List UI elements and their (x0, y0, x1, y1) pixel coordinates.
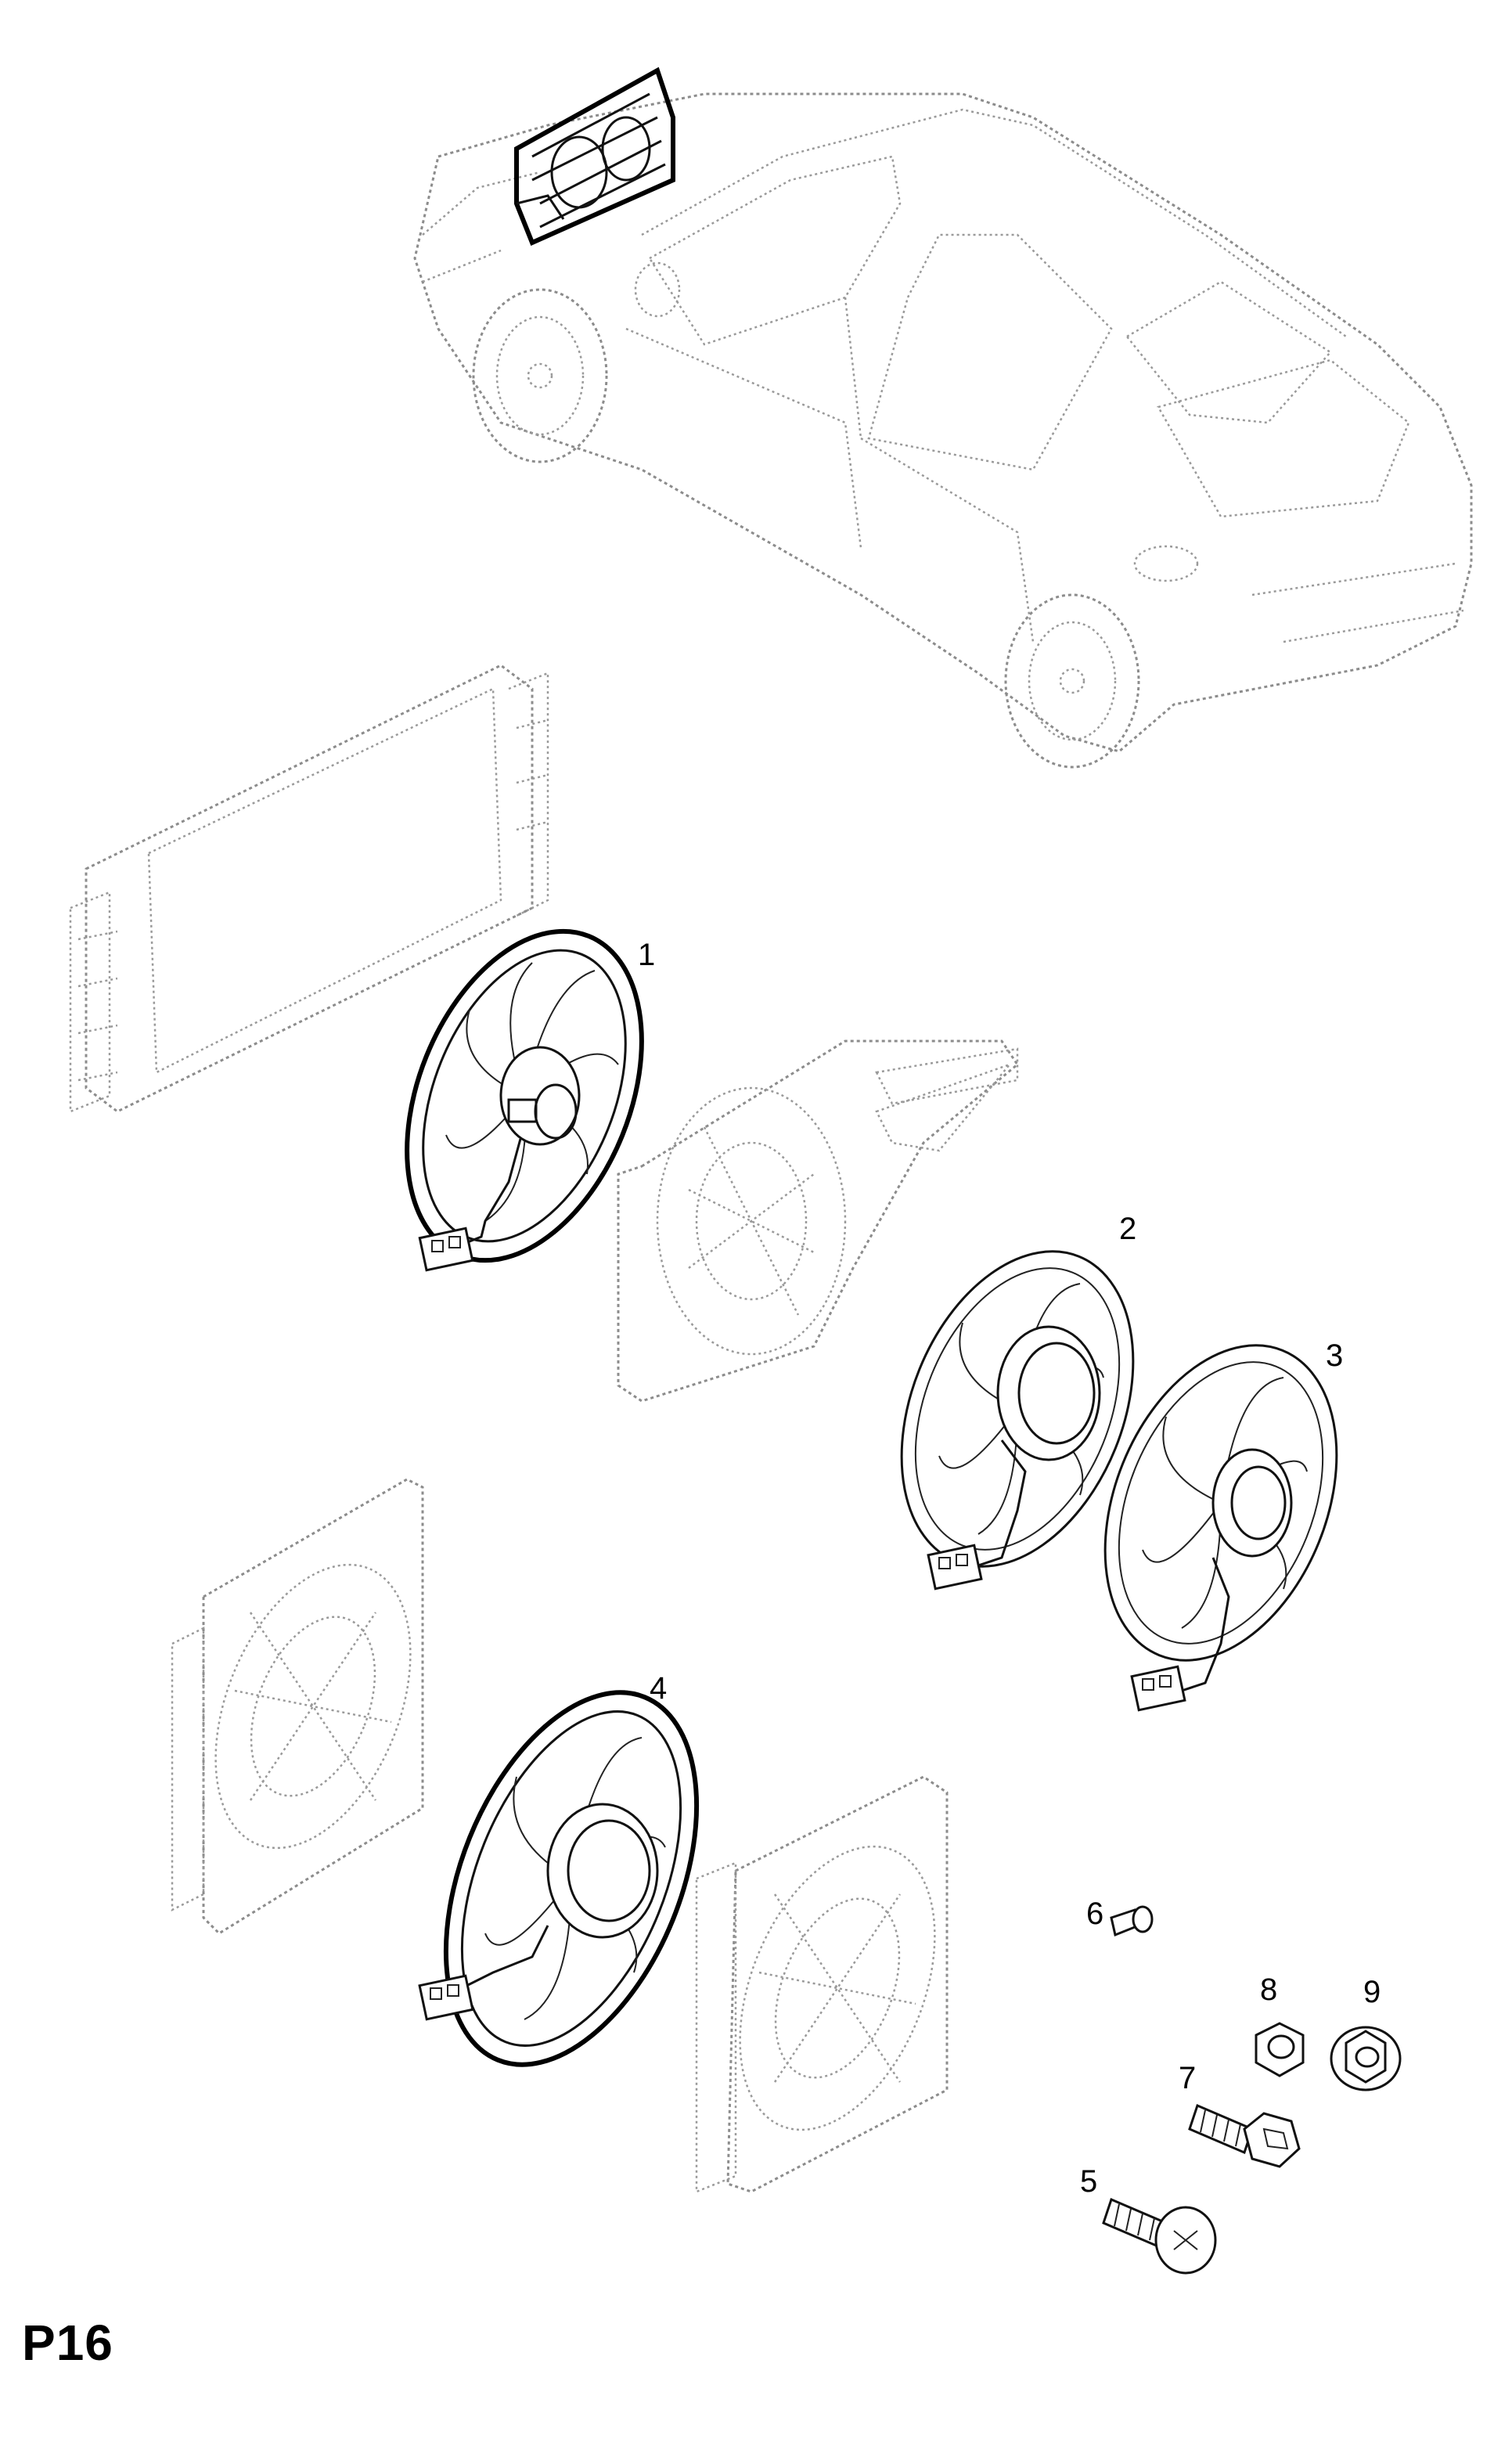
callout-1: 1 (638, 938, 655, 972)
highlighted-cooling-module (514, 67, 675, 247)
cooling-fan-part-4: 4 (418, 1671, 700, 2067)
vehicle-outline (413, 67, 1473, 769)
fan-shroud-ghost-upper (617, 1039, 1019, 1403)
callout-5: 5 (1080, 2164, 1097, 2199)
callout-4: 4 (650, 1671, 667, 1706)
nut-part-8: 8 (1255, 1972, 1305, 2077)
cooling-fan-part-2: 2 (900, 1212, 1136, 1591)
callout-7: 7 (1179, 2061, 1196, 2095)
screw-part-6: 6 (1086, 1897, 1154, 1937)
flange-nut-part-9: 9 (1330, 1975, 1402, 2091)
page-code-label: P16 (22, 2315, 113, 2371)
radiator-ghost (69, 664, 549, 1113)
cooling-fan-part-1: 1 (405, 928, 655, 1272)
fan-shroud-ghost-left (171, 1478, 424, 1935)
callout-6: 6 (1086, 1897, 1103, 1931)
cooling-fan-part-3: 3 (1103, 1338, 1343, 1712)
callout-8: 8 (1260, 1972, 1277, 2007)
callout-3: 3 (1326, 1338, 1343, 1373)
callout-2: 2 (1119, 1212, 1136, 1246)
screw-part-5: 5 (1080, 2164, 1217, 2275)
callout-9: 9 (1363, 1975, 1381, 2009)
hex-bolt-part-7: 7 (1179, 2061, 1301, 2168)
fan-shroud-ghost-lower (695, 1775, 949, 2193)
